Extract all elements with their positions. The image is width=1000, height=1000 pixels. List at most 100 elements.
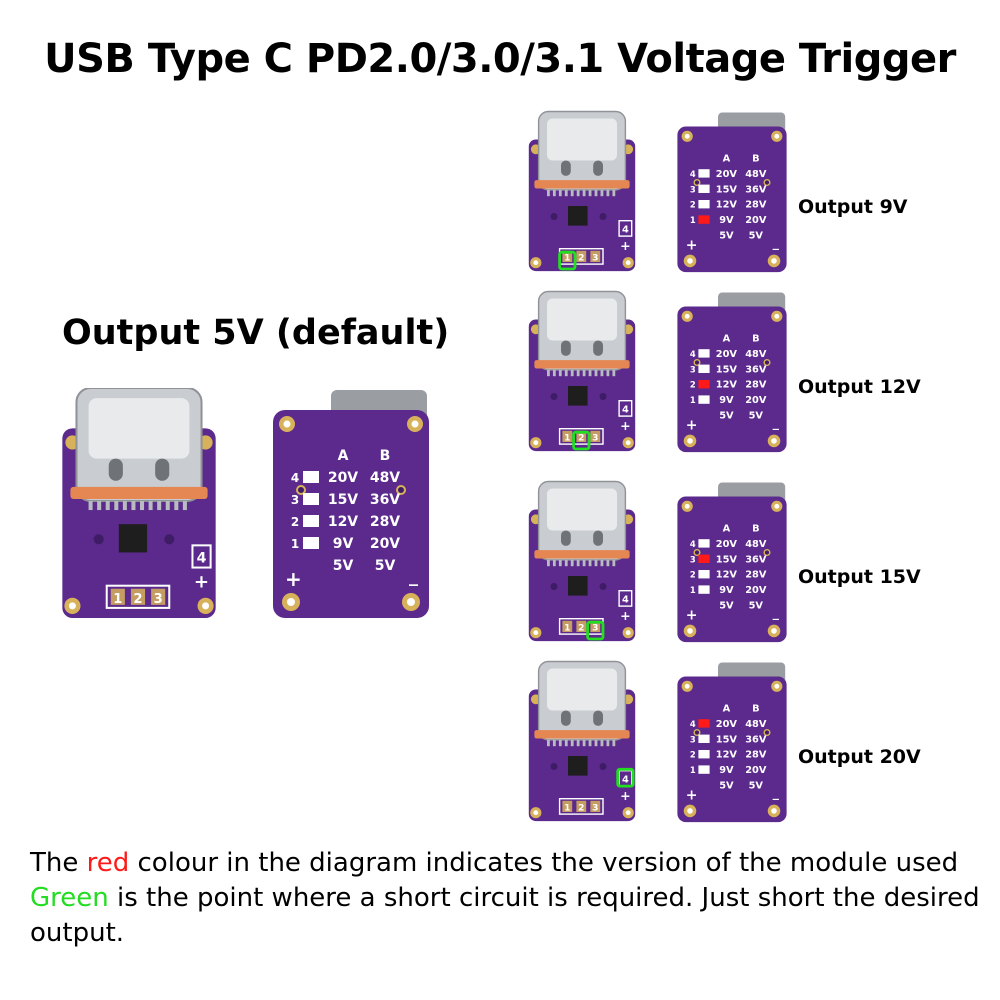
col-a-label: A <box>723 704 731 715</box>
voltage-b: 20V <box>370 536 400 552</box>
pad-label-1: 1 <box>564 804 570 814</box>
pcb-body <box>273 410 429 618</box>
jumper-pad-2 <box>576 250 587 262</box>
pd-chip <box>568 576 588 596</box>
jumper-pad-3 <box>590 430 601 442</box>
plus-label: + <box>194 572 209 593</box>
plus-label: + <box>686 608 698 624</box>
jumper-pad-2 <box>576 430 587 442</box>
voltage-b: 5V <box>749 601 764 612</box>
short-point-highlight <box>586 620 605 641</box>
row-num-2: 2 <box>690 750 696 760</box>
voltage-a: 5V <box>333 558 354 574</box>
connector-shell <box>547 488 617 531</box>
voltage-pad-1 <box>303 537 319 549</box>
voltage-pad-1 <box>698 765 710 774</box>
row-num-1: 1 <box>690 765 696 775</box>
voltage-a: 5V <box>719 411 734 422</box>
voltage-a: 5V <box>719 781 734 792</box>
pad4-label: 4 <box>622 595 629 606</box>
pd-chip <box>118 524 148 553</box>
jumper-pad-3 <box>590 250 601 262</box>
voltage-b: 48V <box>745 719 767 730</box>
pd-chip <box>568 206 588 226</box>
jumper-pad-3 <box>590 800 601 812</box>
pad4-label: 4 <box>622 775 629 786</box>
row-num-2: 2 <box>690 200 696 210</box>
voltage-a: 12V <box>716 750 738 761</box>
pcb-body <box>677 676 787 823</box>
col-a-label: A <box>723 334 731 345</box>
caption: The red colour in the diagram indicates … <box>30 846 980 951</box>
voltage-b: 5V <box>375 558 396 574</box>
pad-label-2: 2 <box>578 804 584 814</box>
voltage-b: 28V <box>745 750 767 761</box>
row-num-4: 4 <box>291 471 299 485</box>
voltage-b: 36V <box>745 734 767 745</box>
connector-tab <box>534 550 630 559</box>
minus-label: _ <box>409 566 418 587</box>
col-a-label: A <box>338 448 349 464</box>
voltage-a: 15V <box>328 492 358 508</box>
col-b-label: B <box>752 334 759 345</box>
voltage-b: 20V <box>745 585 767 596</box>
voltage-b: 5V <box>749 231 764 242</box>
voltage-pad-3 <box>303 493 319 505</box>
plus-label: + <box>686 238 698 254</box>
minus-label: _ <box>773 235 780 251</box>
pd-chip <box>568 386 588 406</box>
voltage-pad-1 <box>698 215 710 224</box>
voltage-a: 9V <box>719 395 734 406</box>
short-point-highlight <box>572 430 591 451</box>
voltage-a: 15V <box>716 554 738 565</box>
voltage-pad-4 <box>698 719 710 728</box>
row-num-1: 1 <box>690 395 696 405</box>
voltage-a: 5V <box>719 601 734 612</box>
voltage-a: 5V <box>719 231 734 242</box>
voltage-a: 15V <box>716 734 738 745</box>
voltage-b: 36V <box>745 554 767 565</box>
col-b-label: B <box>752 154 759 165</box>
voltage-b: 20V <box>745 395 767 406</box>
row-num-1: 1 <box>690 585 696 595</box>
voltage-pad-2 <box>698 570 710 579</box>
connector-tab <box>534 180 630 189</box>
plus-label: + <box>620 788 631 803</box>
voltage-pad-3 <box>698 364 710 373</box>
voltage-a: 12V <box>716 200 738 211</box>
row-num-1: 1 <box>291 537 299 551</box>
caption-line-2: Green is the point where a short circuit… <box>30 883 980 948</box>
voltage-b: 28V <box>745 380 767 391</box>
jumper-pad-2 <box>576 620 587 632</box>
voltage-pad-4 <box>698 539 710 548</box>
connector-tab <box>534 730 630 739</box>
voltage-a: 20V <box>716 349 738 360</box>
plus-label: + <box>686 788 698 804</box>
pad-label-1: 1 <box>564 434 570 444</box>
short-point-highlight <box>558 250 577 271</box>
voltage-a: 12V <box>716 380 738 391</box>
jumper-pad-frame <box>558 428 604 445</box>
pad-label-3: 3 <box>592 434 598 444</box>
connector-shell <box>547 118 617 161</box>
voltage-a: 9V <box>333 536 354 552</box>
short-point-highlight <box>616 767 635 788</box>
voltage-a: 12V <box>716 570 738 581</box>
voltage-pad-4 <box>303 471 319 483</box>
minus-label: _ <box>773 415 780 431</box>
col-b-label: B <box>380 448 391 464</box>
jumper-pad-frame <box>558 798 604 815</box>
pad-label-3: 3 <box>154 592 163 607</box>
caption-red-word: red <box>86 848 130 878</box>
voltage-a: 15V <box>716 184 738 195</box>
col-a-label: A <box>723 524 731 535</box>
